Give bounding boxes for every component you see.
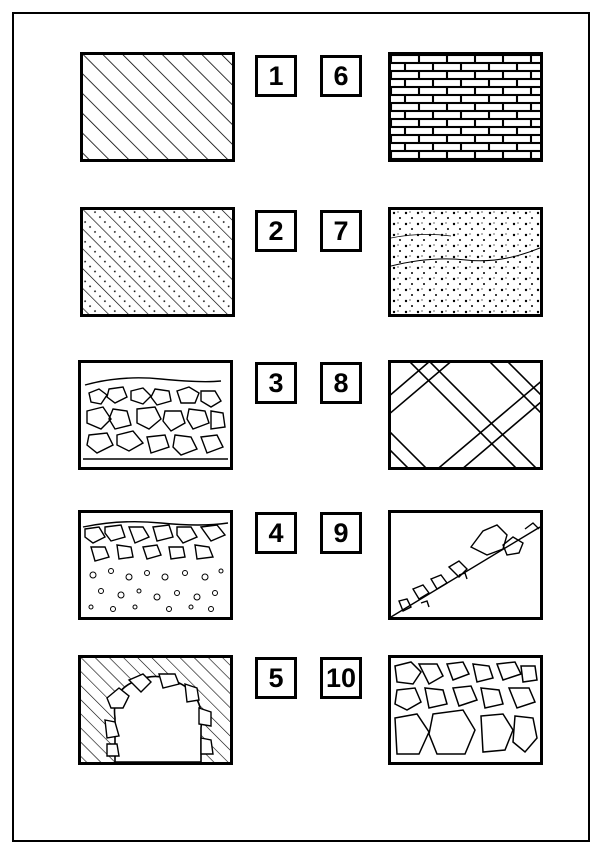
label-box-6: 6 [320,55,362,97]
pattern-panel-dotted-hatch [80,207,235,317]
coarse-boulders-pattern [391,658,540,762]
dotted-hatch-pattern [83,210,232,314]
pattern-panel-stones-over-gravel [78,510,233,620]
pattern-panel-crossed-timber [388,360,543,470]
label-box-4: 4 [255,512,297,554]
brick-pattern [391,55,540,159]
rock-slope-pattern [391,513,540,617]
rubble-stones-pattern [81,363,230,467]
pattern-panel-diagonal-rock-slope [388,510,543,620]
diagonal-hatch-pattern [83,55,232,159]
label-box-5: 5 [255,657,297,699]
pattern-panel-coarse-boulders [388,655,543,765]
crossed-timber-pattern [391,363,540,467]
stippled-pattern [391,210,540,314]
label-box-9: 9 [320,512,362,554]
pattern-panel-hatched-cavity [78,655,233,765]
label-box-8: 8 [320,362,362,404]
pattern-panel-stippled-concrete [388,207,543,317]
label-box-3: 3 [255,362,297,404]
pattern-panel-brick-masonry [388,52,543,162]
hatched-cavity-pattern [81,658,230,762]
stones-over-gravel-pattern [81,513,230,617]
pattern-panel-diagonal-hatch [80,52,235,162]
label-box-10: 10 [320,657,362,699]
label-box-7: 7 [320,210,362,252]
label-box-1: 1 [255,55,297,97]
label-box-2: 2 [255,210,297,252]
pattern-panel-rubble-stones [78,360,233,470]
